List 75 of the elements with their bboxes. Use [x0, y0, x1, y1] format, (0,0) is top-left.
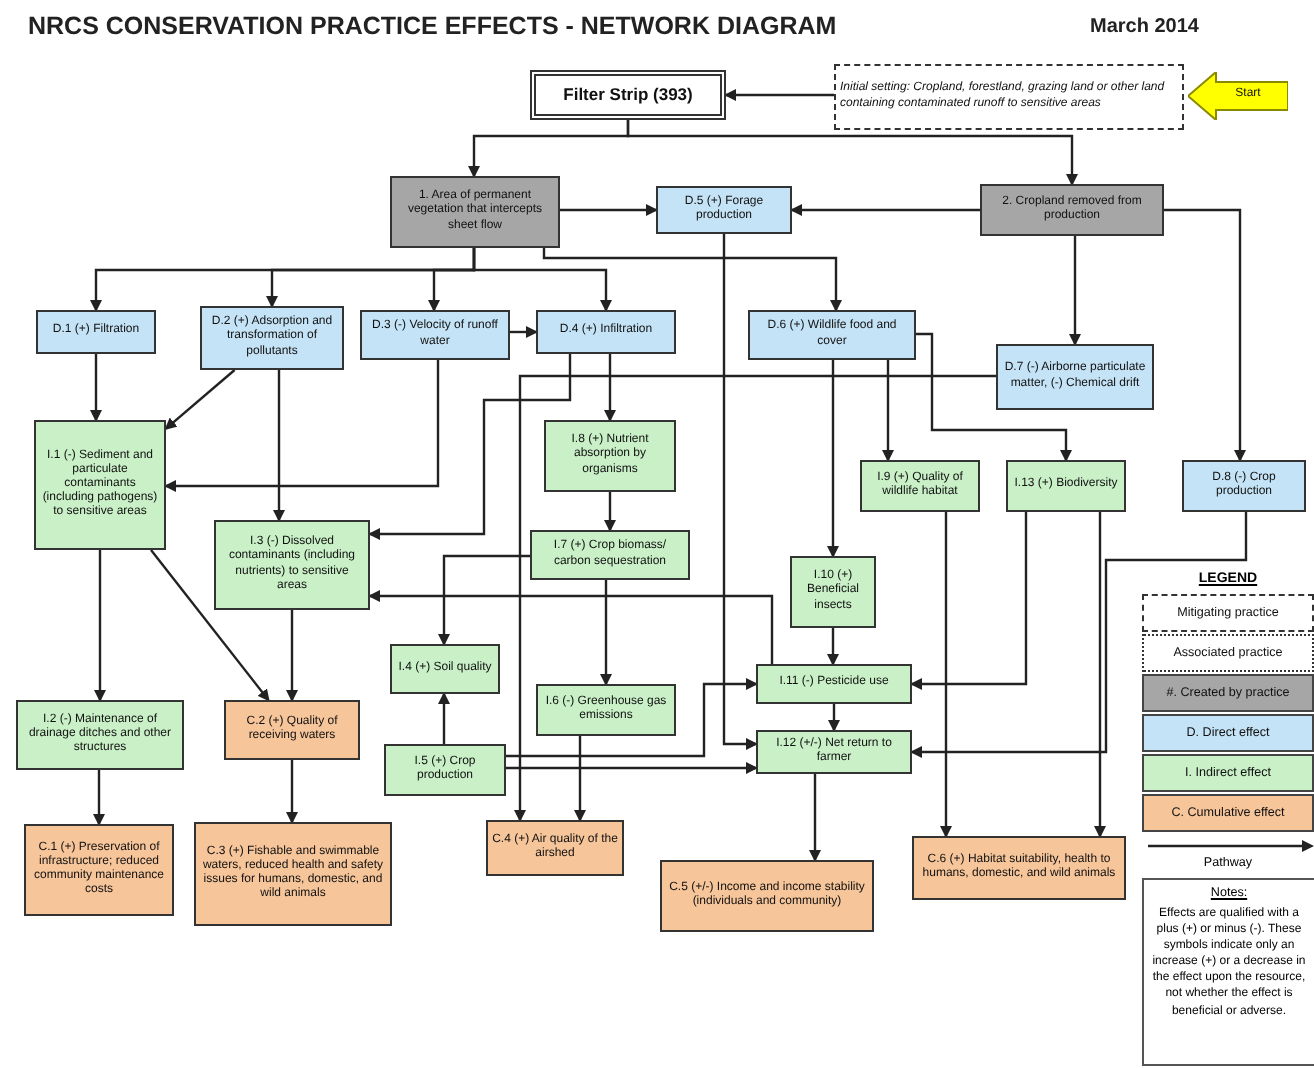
effect-box — [360, 310, 510, 360]
arrow — [150, 549, 270, 702]
effect-box — [36, 310, 156, 354]
arrow — [94, 550, 106, 702]
arrow — [438, 692, 450, 744]
effect-box — [1182, 460, 1306, 512]
arrow — [472, 248, 612, 312]
arrow — [604, 492, 616, 532]
arrow — [910, 512, 1248, 758]
arrow — [510, 326, 538, 338]
arrow — [1164, 208, 1246, 462]
arrow — [790, 204, 980, 216]
setting-box — [834, 64, 1184, 130]
effect-box — [200, 306, 344, 370]
arrow — [164, 360, 440, 492]
arrow — [882, 360, 894, 462]
arrow — [93, 770, 105, 826]
practice-effect-box — [390, 176, 560, 248]
arrow — [600, 580, 612, 686]
arrow — [910, 512, 1028, 690]
arrow — [506, 762, 758, 774]
arrow — [1094, 512, 1106, 838]
arrow — [438, 554, 530, 646]
arrow — [809, 774, 821, 862]
effect-box — [390, 644, 500, 694]
effect-box — [16, 700, 184, 770]
effect-box — [790, 556, 876, 628]
effect-box — [756, 664, 912, 704]
effect-box — [912, 836, 1126, 900]
effect-box — [214, 520, 370, 610]
arrow — [626, 120, 1078, 186]
effect-box — [24, 824, 174, 916]
arrow — [724, 89, 834, 101]
effect-box — [544, 420, 676, 492]
practice-effect-box — [980, 184, 1164, 236]
effect-box — [486, 820, 624, 876]
arrow — [574, 736, 586, 822]
effect-box — [1006, 460, 1126, 512]
effect-box — [996, 344, 1154, 410]
diagram-title: NRCS CONSERVATION PRACTICE EFFECTS - NETWORK DIAGRAM — [28, 12, 837, 40]
arrow — [368, 354, 572, 540]
arrow — [560, 204, 658, 216]
arrow — [90, 354, 102, 422]
arrow — [368, 590, 774, 664]
effect-box — [656, 186, 792, 234]
effect-box — [748, 310, 916, 360]
arrow — [940, 512, 952, 838]
date-label: March 2014 — [1090, 16, 1199, 38]
effect-box — [660, 860, 874, 932]
effect-box — [194, 822, 392, 926]
arrow — [827, 628, 839, 666]
arrow — [828, 704, 840, 732]
arrow — [514, 374, 996, 822]
arrow — [542, 248, 842, 312]
arrow — [506, 678, 758, 758]
arrow — [286, 760, 298, 824]
effect-box — [384, 744, 506, 796]
arrow — [604, 354, 616, 422]
effect-box — [860, 460, 980, 512]
effect-box — [224, 700, 360, 760]
arrow — [286, 610, 298, 702]
box-label: Filter Strip (393) — [563, 84, 693, 105]
effect-box — [756, 730, 912, 774]
effect-box — [536, 684, 676, 736]
arrow — [164, 369, 236, 430]
effect-box — [536, 310, 676, 354]
practice-box — [530, 70, 726, 120]
start-arrow — [1188, 72, 1288, 120]
arrow — [916, 332, 1072, 462]
arrow — [1069, 236, 1081, 346]
arrow — [722, 234, 758, 750]
effect-box — [530, 530, 690, 580]
arrow — [827, 360, 839, 558]
arrow — [273, 370, 285, 522]
effect-box — [34, 420, 166, 550]
